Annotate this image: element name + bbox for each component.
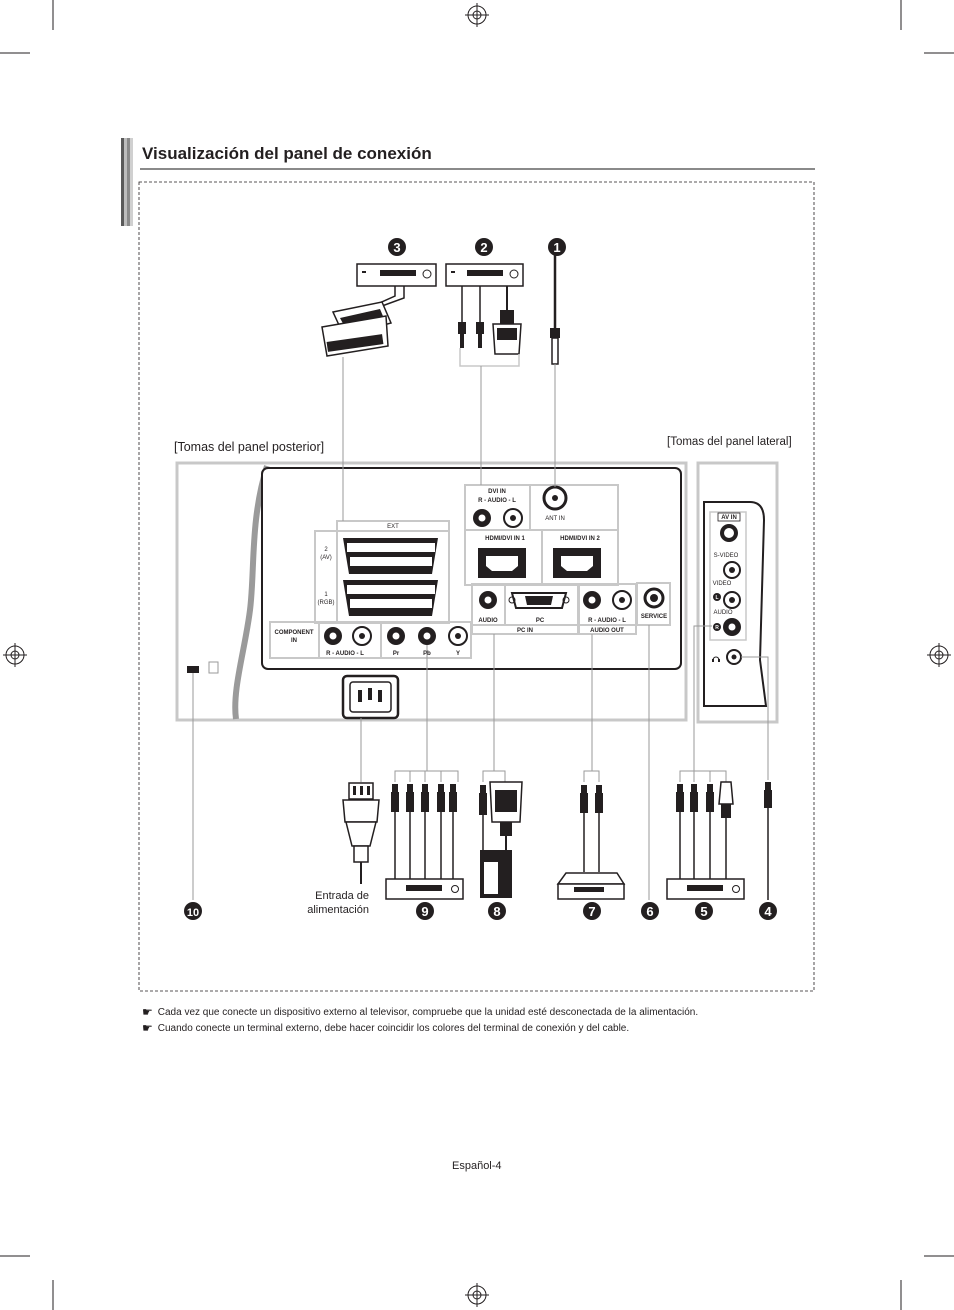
svg-text:10: 10 [187,907,199,919]
svg-text:2: 2 [480,240,487,255]
note-item: ☛ Cuando conecte un terminal externo, de… [142,1021,629,1035]
power-cord [342,782,380,884]
callout-2: 2 [475,238,493,256]
callout-4: 4 [759,902,777,920]
component-audio-label: R - AUDIO - L [326,651,364,657]
component-in-label: IN [291,638,297,644]
service-label: SERVICE [641,614,667,620]
dvi-in-label: DVI IN [488,489,506,495]
svg-text:8: 8 [493,904,500,919]
device-3-vcr [321,263,437,357]
pointing-hand-icon: ☛ [142,1005,153,1019]
cable-7-audio-out [556,770,626,900]
service-port: SERVICE [636,582,671,626]
svg-text:3: 3 [393,240,400,255]
cable-8-pc [479,770,523,898]
cable-5-side-av [666,770,745,900]
rear-jack-panel [261,467,682,670]
power-socket [341,674,400,720]
title-rule [140,168,815,170]
svg-text:9: 9 [421,904,428,919]
note-item: ☛ Cada vez que conecte un dispositivo ex… [142,1005,698,1019]
ant-in-jack: ANT IN [542,485,568,522]
callout-6: 6 [641,902,659,920]
side-audio-label: AUDIO [713,610,732,616]
ext1-label: 1 [324,592,328,598]
page-title: Visualización del panel de conexión [142,144,432,163]
registration-mark-right [927,643,951,667]
cable-9-component [385,770,464,900]
ext2-label: 2 [324,547,328,553]
note-text: Cada vez que conecte un dispositivo exte… [157,1006,699,1018]
side-r-label: R [715,625,719,631]
cable-4-headphone [764,782,772,900]
callout-10: 10 [184,902,202,920]
header-accent-bar [121,138,133,226]
ext2-sublabel: (AV) [320,555,332,561]
ext1-sublabel: (RGB) [318,600,335,606]
svg-text:6: 6 [646,904,653,919]
registration-mark-top [465,3,489,27]
side-av-in-block: AV IN S-VIDEO VIDEO L AUDIO R [709,511,747,641]
side-l-label: L [715,595,718,601]
note-text: Cuando conecte un terminal externo, debe… [157,1022,630,1034]
component-label: COMPONENT [275,630,314,636]
audio-out-block: R - AUDIO - L AUDIO OUT [578,583,637,635]
antenna-cable [550,252,560,365]
svg-text:1: 1 [553,240,560,255]
audio-out-label: AUDIO OUT [590,628,624,634]
power-input-label: Entrada de alimentación [307,890,369,916]
video-label: VIDEO [713,581,732,587]
component-in-block: COMPONENT IN R - AUDIO - L Pr Pb Y [269,621,472,659]
dashed-frame [138,181,815,992]
hdmi2-label: HDMI/DVI IN 2 [560,536,600,542]
pc-label: PC [536,618,545,624]
hdmi1-label: HDMI/DVI IN 1 [485,536,525,542]
side-panel-outline [696,461,779,724]
svg-text:4: 4 [764,904,772,919]
side-panel-label: [Tomas del panel lateral] [667,436,792,448]
av-in-label: AV IN [721,515,737,521]
ant-in-label: ANT IN [545,516,565,522]
callout-9: 9 [416,902,434,920]
kensington-lock-icon [187,661,219,674]
svg-text:7: 7 [588,904,595,919]
page-number: Español-4 [452,1160,502,1172]
ext-label: EXT [387,524,399,530]
callout-7: 7 [583,902,601,920]
headphone-jack [712,649,742,665]
connection-lines-top [342,357,556,521]
callout-1: 1 [548,238,566,256]
tv-curve-edge [232,465,270,720]
device-2-dvd [445,263,524,367]
callout-8: 8 [488,902,506,920]
connection-lines-bottom [192,625,769,900]
dvi-audio-label: R - AUDIO - L [478,498,516,504]
rear-panel-label: [Tomas del panel posterior] [174,440,325,454]
hdmi-ports: HDMI/DVI IN 1 HDMI/DVI IN 2 [465,529,618,585]
audio-out-rl-label: R - AUDIO - L [588,618,626,624]
callout-5: 5 [695,902,713,920]
component-pr-label: Pr [393,651,400,657]
callout-3: 3 [388,238,406,256]
rear-panel-outline [175,461,688,722]
audio-label: AUDIO [478,618,498,624]
component-y-label: Y [456,651,460,657]
svg-text:5: 5 [700,904,707,919]
pointing-hand-icon: ☛ [142,1021,153,1035]
registration-mark-bottom [465,1283,489,1307]
registration-mark-left [3,643,27,667]
s-video-label: S-VIDEO [714,553,739,559]
pc-in-label: PC IN [517,628,533,634]
